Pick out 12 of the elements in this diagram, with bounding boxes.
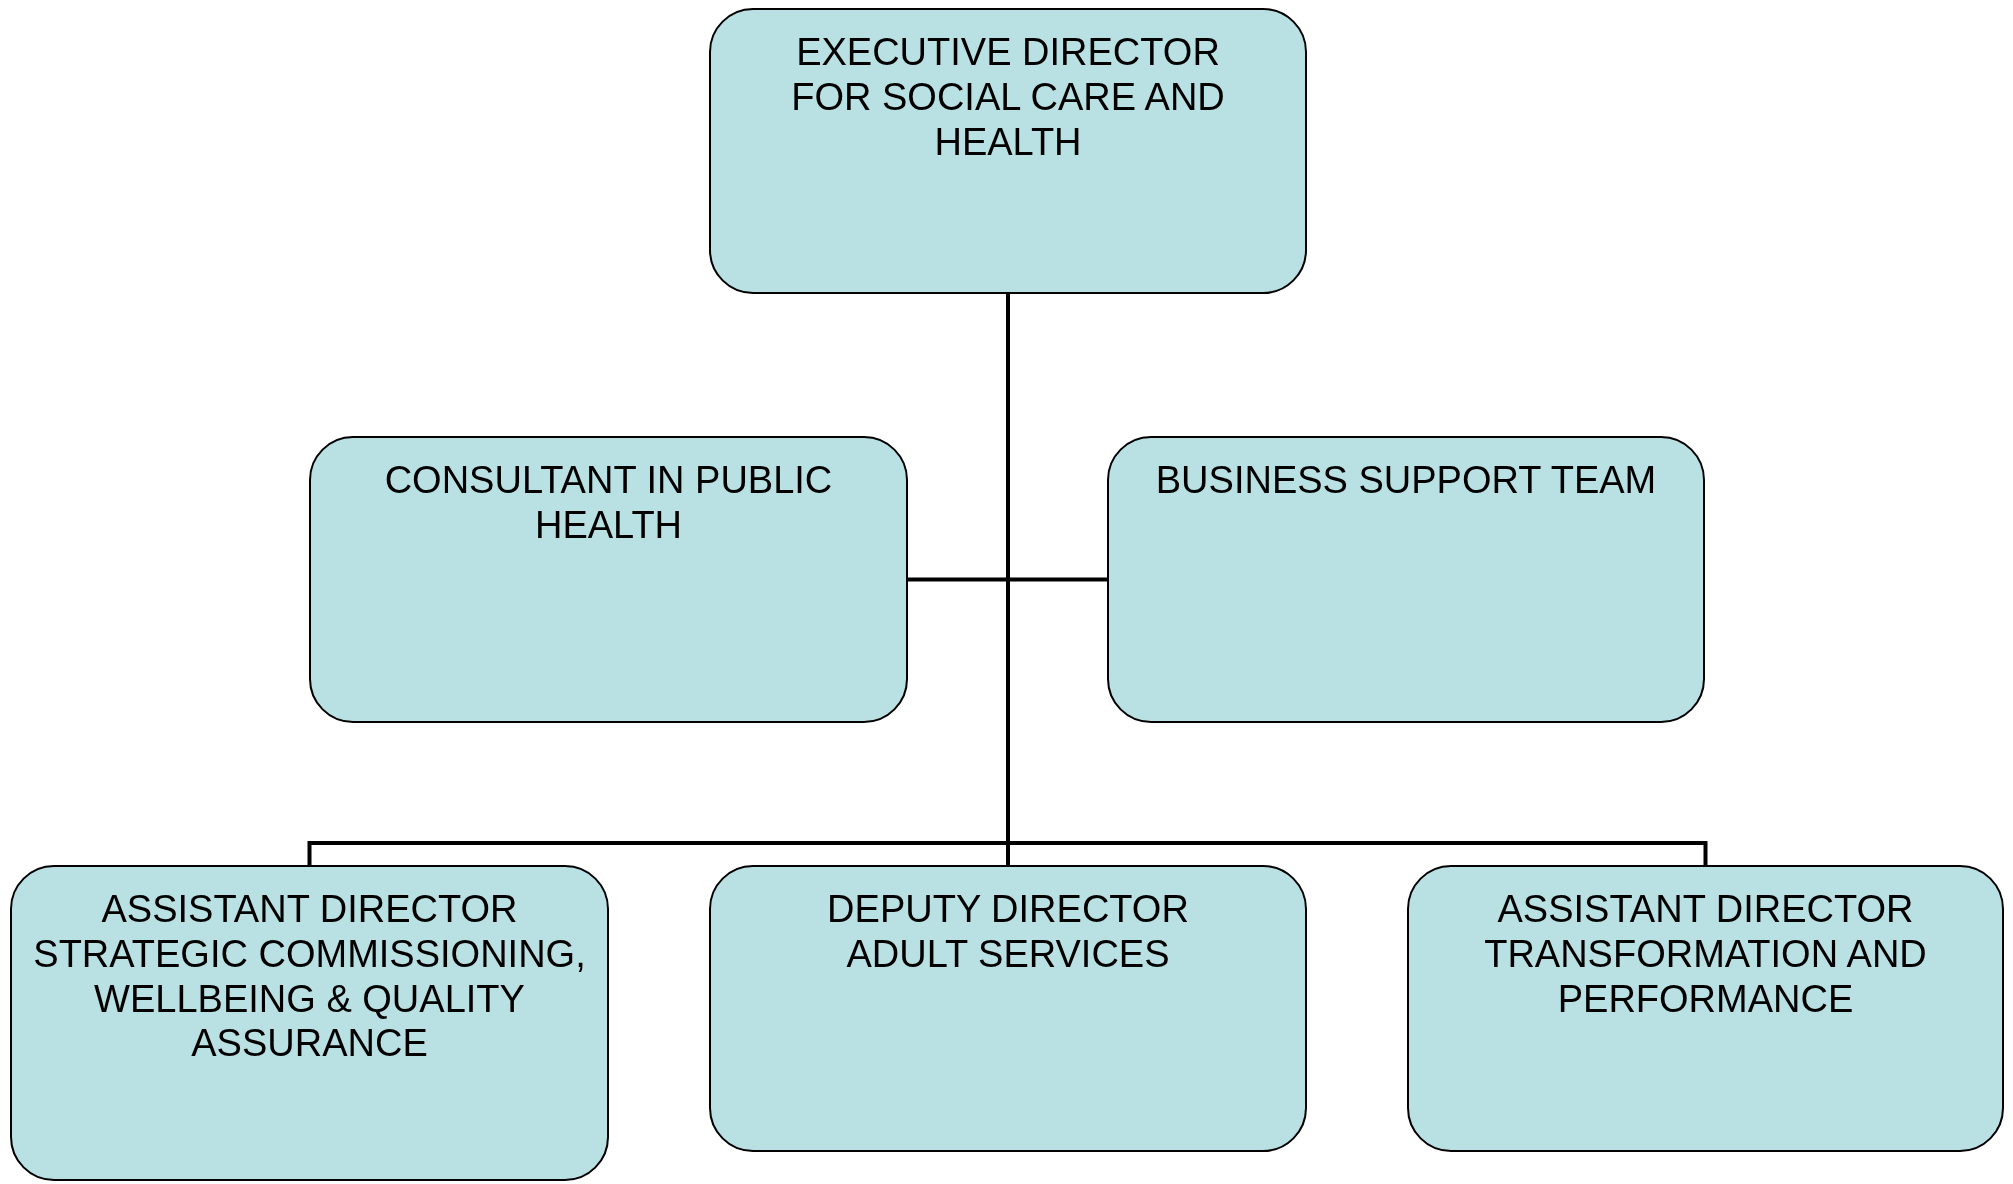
org-box bbox=[10, 865, 609, 1181]
role-title: EXECUTIVE DIRECTOR FOR SOCIAL CARE AND HEALTH bbox=[790, 30, 1226, 165]
org-box bbox=[709, 8, 1307, 294]
org-box bbox=[709, 865, 1307, 1152]
role-title: DEPUTY DIRECTOR ADULT SERVICES bbox=[826, 887, 1190, 977]
role-title: BUSINESS SUPPORT TEAM bbox=[1155, 458, 1657, 503]
org-box bbox=[1407, 865, 2004, 1152]
role-title: ASSISTANT DIRECTOR STRATEGIC COMMISSIONING, WELLBEING & QUALITY ASSURANCE bbox=[32, 887, 587, 1067]
role-title: ASSISTANT DIRECTOR TRANSFORMATION AND PERFORMANCE bbox=[1483, 887, 1928, 1022]
role-title: CONSULTANT IN PUBLIC HEALTH bbox=[383, 458, 834, 548]
org-box bbox=[309, 436, 908, 723]
org-box bbox=[1107, 436, 1705, 723]
